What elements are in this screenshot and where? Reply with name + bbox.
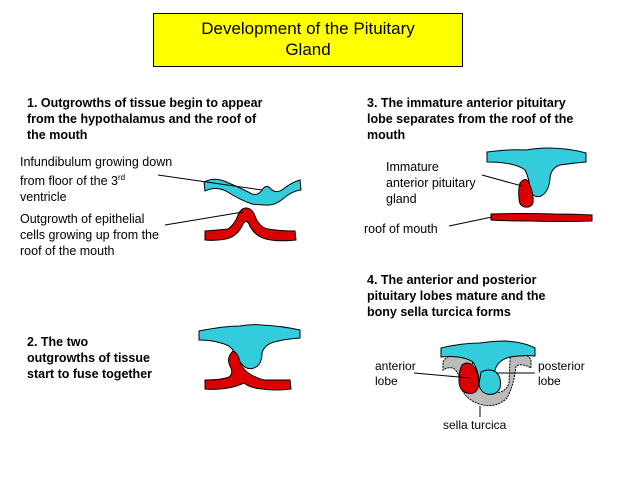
title-line2: Gland [285, 40, 331, 59]
epithelial-outgrowth [204, 207, 297, 242]
step3-line1: 3. The immature anterior pituitary [367, 96, 566, 110]
posterior-line1: posterior [538, 359, 585, 373]
step1-line1: 1. Outgrowths of tissue begin to appear [27, 96, 263, 110]
fusing-infundibulum [198, 324, 301, 370]
step4-line2: pituitary lobes mature and the [367, 289, 546, 303]
step4-line1: 4. The anterior and posterior [367, 273, 537, 287]
anterior-lobe-label: anterior lobe [375, 359, 416, 389]
step3-line3: mouth [367, 128, 406, 142]
immature-infundibulum [486, 147, 587, 198]
posterior-lobe-label: posterior lobe [538, 359, 585, 389]
step4-text: 4. The anterior and posterior pituitary … [367, 272, 546, 320]
roof-leader-line [448, 216, 493, 227]
infundibulum-line1: Infundibulum growing down [20, 155, 173, 169]
immature-line1: Immature [386, 160, 439, 174]
immature-anterior-lobe [518, 179, 534, 208]
title-box: Development of the Pituitary Gland [153, 13, 463, 67]
anterior-line2: lobe [375, 374, 398, 388]
anterior-line1: anterior [375, 359, 416, 373]
infundibulum-sup: rd [117, 173, 126, 182]
anterior-leader-line [413, 372, 471, 379]
infundibulum-label: Infundibulum growing down from floor of … [20, 154, 172, 205]
posterior-line2: lobe [538, 374, 561, 388]
step2-line2: outgrowths of tissue [27, 351, 150, 365]
step3-text: 3. The immature anterior pituitary lobe … [367, 95, 573, 143]
infundibulum-line2: from floor of the 3rd [20, 170, 172, 189]
step1-line2: from the hypothalamus and the roof of [27, 112, 257, 126]
immature-leader-line [481, 174, 523, 187]
epithelial-line3: roof of the mouth [20, 244, 115, 258]
sella-turcica-label: sella turcica [443, 418, 507, 432]
step4-line3: bony sella turcica forms [367, 305, 511, 319]
posterior-lobe [478, 369, 501, 395]
roof-of-mouth-label: roof of mouth [364, 222, 438, 236]
mature-infundibulum [440, 340, 536, 389]
fusing-epithelial [204, 350, 292, 391]
immature-line2: anterior pituitary [386, 176, 476, 190]
immature-line3: gland [386, 192, 417, 206]
step2-line3: start to fuse together [27, 367, 153, 381]
step2-text: 2. The two outgrowths of tissue start to… [27, 334, 152, 382]
infundibulum-line2-text: from floor of the 3 [20, 174, 118, 189]
infundibulum-line3: ventricle [20, 190, 67, 205]
step1-line3: the mouth [27, 128, 88, 142]
epithelial-line2: cells growing up from the [20, 228, 159, 242]
epithelial-label: Outgrowth of epithelial cells growing up… [20, 211, 159, 259]
step2-line1: 2. The two [27, 335, 89, 349]
epithelial-leader-line [164, 211, 244, 226]
epithelial-line1: Outgrowth of epithelial [20, 212, 145, 226]
step1-text: 1. Outgrowths of tissue begin to appear … [27, 95, 262, 143]
immature-label: Immature anterior pituitary gland [386, 159, 476, 207]
step3-line2: lobe separates from the roof of the [367, 112, 574, 126]
title-line1: Development of the Pituitary [201, 19, 415, 38]
infundibulum-outgrowth [203, 178, 302, 206]
infundibulum-leader-line [157, 174, 263, 191]
roof-of-mouth-band [490, 213, 593, 222]
